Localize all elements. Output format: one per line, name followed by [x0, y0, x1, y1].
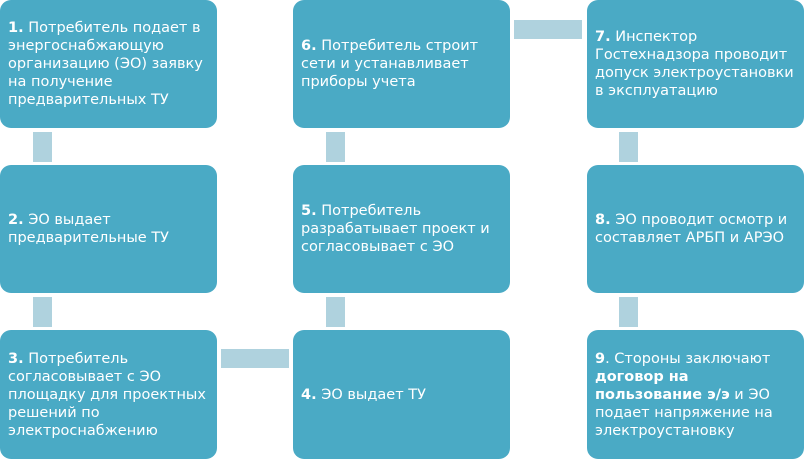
- step-text: Потребитель строит сети и устанавливает …: [301, 38, 479, 90]
- step-text: ЭО проводит осмотр и составляет АРБП и А…: [595, 212, 788, 246]
- step-number: 4.: [301, 386, 317, 403]
- step-number: 7.: [595, 29, 611, 45]
- step-9-box: 9. Стороны заключают договор на пользова…: [587, 330, 804, 459]
- step-text: Инспектор Гостехнадзора проводит допуск …: [595, 29, 794, 99]
- connector-1-2: [33, 132, 52, 162]
- step-number: 5.: [301, 203, 317, 219]
- step-text-bold: договор на пользование э/э: [595, 368, 730, 403]
- connector-4-5: [326, 297, 345, 327]
- step-number: 6.: [301, 38, 317, 54]
- step-2-box: 2. ЭО выдает предварительные ТУ: [0, 165, 217, 293]
- step-number: 9: [595, 350, 606, 367]
- step-5-box: 5. Потребитель разрабатывает проект и со…: [293, 165, 510, 293]
- step-text: Потребитель согласовывает с ЭО площадку …: [8, 350, 206, 439]
- step-number: 3.: [8, 350, 24, 367]
- step-8-box: 8. ЭО проводит осмотр и составляет АРБП …: [587, 165, 804, 293]
- step-6-box: 6. Потребитель строит сети и устанавлива…: [293, 0, 510, 128]
- connector-5-6: [326, 132, 345, 162]
- step-number: 2.: [8, 212, 24, 228]
- step-text: ЭО выдает предварительные ТУ: [8, 212, 170, 246]
- step-number: 1.: [8, 20, 24, 36]
- step-text: . Стороны заключают: [605, 350, 771, 367]
- connector-6-7: [514, 20, 582, 39]
- connector-2-3: [33, 297, 52, 327]
- connector-7-8: [619, 132, 638, 162]
- connector-3-4: [221, 349, 289, 368]
- step-text: Потребитель подает в энергоснабжающую ор…: [8, 20, 203, 108]
- step-7-box: 7. Инспектор Гостехнадзора проводит допу…: [587, 0, 804, 128]
- step-text: Потребитель разрабатывает проект и согла…: [301, 203, 490, 255]
- step-1-box: 1. Потребитель подает в энергоснабжающую…: [0, 0, 217, 128]
- step-text: ЭО выдает ТУ: [316, 386, 426, 403]
- connector-8-9: [619, 297, 638, 327]
- step-number: 8.: [595, 212, 611, 228]
- step-4-box: 4. ЭО выдает ТУ: [293, 330, 510, 459]
- step-3-box: 3. Потребитель согласовывает с ЭО площад…: [0, 330, 217, 459]
- step-text: и ЭО подает напряжение на электроустанов…: [595, 386, 773, 439]
